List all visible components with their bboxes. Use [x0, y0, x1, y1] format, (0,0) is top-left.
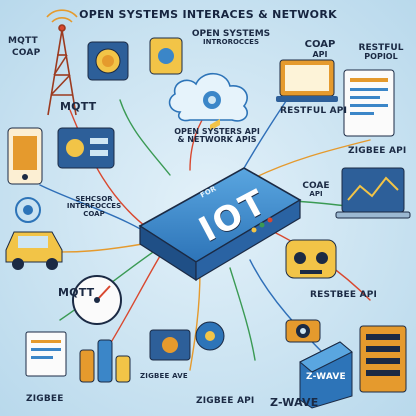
radio-tower-icon — [46, 9, 78, 116]
label-open-systers-api: OPEN SYSTERS API & NETWORK APIS — [174, 127, 260, 145]
label-zigbee-ave: ZIGBEE AVE — [140, 372, 188, 380]
z-wave-device-icon — [299, 341, 353, 409]
iot-hub-device — [138, 118, 302, 282]
router-icon — [87, 41, 129, 81]
phone-icon — [7, 127, 43, 185]
label-zigbee-api-right: ZIGBEE API — [348, 146, 407, 156]
label-open-systems: OPEN SYSTEMS INTROROCCES — [191, 29, 271, 47]
hub-icon — [149, 37, 183, 75]
car-icon — [5, 231, 63, 270]
label-restful: RESTFUL POPIOL — [358, 43, 404, 62]
gauge-icon — [72, 275, 122, 325]
document-icon — [343, 69, 395, 137]
label-mqtt-left-lower: MQTT — [58, 286, 95, 299]
cloud-icon — [168, 72, 248, 122]
laptop-icon — [276, 59, 338, 102]
label-z-wave-badge: Z-WAVE — [306, 372, 346, 382]
label-coap-top: COAP — [12, 48, 41, 58]
label-sensor-interfaces: SEHCSOR INTERFOCCES COAP — [66, 195, 122, 218]
camera-icon — [285, 319, 321, 343]
label-restful-api: RESTFUL API — [280, 106, 348, 116]
label-mqtt-top: MQTT — [8, 36, 38, 46]
label-z-wave-bottom: Z-WAVE — [270, 396, 319, 409]
label-zigbee-bottom-left: ZIGBEE — [26, 394, 64, 404]
battery-icon — [79, 339, 131, 383]
robot-icon — [285, 239, 337, 279]
device-bottom-center-icon — [149, 329, 191, 361]
document-bottom-icon — [25, 331, 67, 377]
label-restbee-api: RESTBEE API — [310, 290, 378, 300]
gear-icon — [195, 321, 225, 351]
label-coae-api: COAE API — [302, 181, 330, 199]
label-mqtt-left-upper: MQTT — [60, 100, 97, 113]
sensor-icon — [15, 197, 41, 223]
page-title: OPEN SYSTEMS INTERACES & NETWORK — [79, 8, 337, 21]
server-icon — [359, 325, 407, 393]
label-zigbee-api-bottom: ZIGBEE API — [196, 396, 255, 406]
radio-device-icon — [57, 127, 115, 169]
laptop-right-icon — [335, 167, 411, 219]
label-coap-api-top: COAP API — [304, 39, 336, 59]
